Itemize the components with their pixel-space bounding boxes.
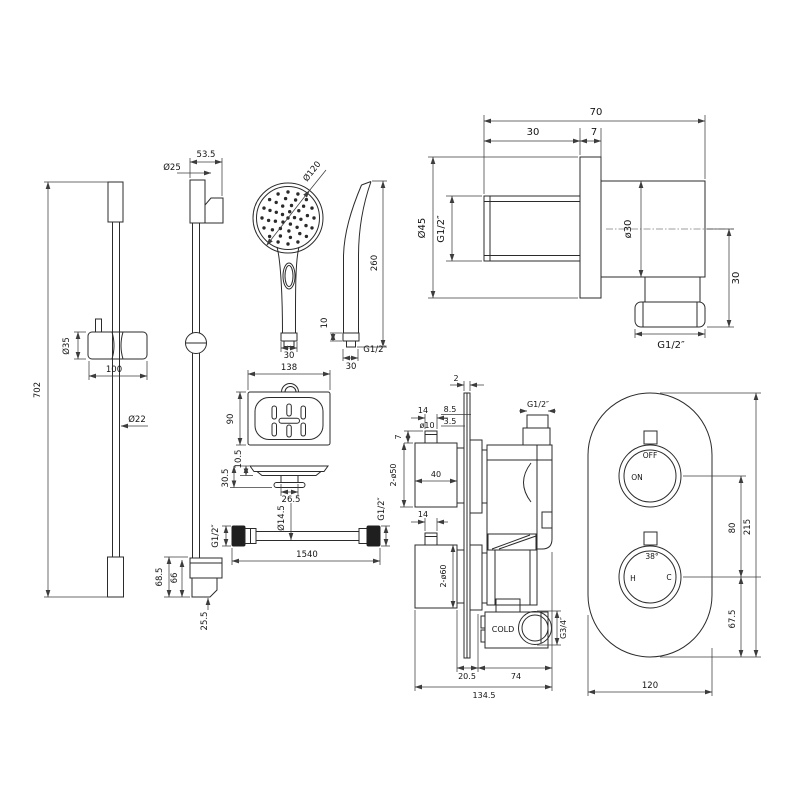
dim-valve-thread-top: G1/2″ — [527, 400, 549, 409]
dim-dish-depth: 90 — [226, 414, 236, 425]
dim-rod-dia: Ø22 — [128, 414, 146, 425]
wall-outlet-elbow: 70 30 7 Ø45 G1/2″ ø30 30 G1/2″ — [416, 107, 742, 351]
dim-valve-handle-len: 40 — [431, 470, 441, 479]
dim-dish-height: 30.5 — [221, 469, 231, 488]
dim-elbow-thread-out: G1/2″ — [657, 340, 685, 351]
label-cold: C — [666, 573, 671, 582]
dim-valve-pin-dia: ø10 — [419, 421, 434, 430]
dim-elbow-flange: 7 — [591, 127, 597, 138]
cold-label: COLD — [492, 625, 515, 634]
dim-foot-depth: 25.5 — [200, 612, 210, 631]
rail-top-cap — [107, 181, 124, 223]
mode-button — [282, 262, 296, 290]
dim-wand-length: 260 — [370, 255, 380, 271]
dim-valve-pin-height: 7 — [394, 434, 403, 439]
rail-side-view: 53.5 Ø25 68.5 66 25.5 — [155, 150, 224, 631]
valve-side-view: 2 14 8.5 3.5 ø10 7 2-ø50 40 — [389, 374, 568, 700]
dim-valve-trim-dia: 2-ø60 — [439, 564, 448, 587]
dim-outlet-side: 30 — [346, 362, 357, 372]
cold-port — [518, 611, 552, 645]
handset-side-view: 260 10 G1/2″ 30 — [320, 180, 387, 372]
dim-tip-height: 10 — [320, 318, 330, 329]
dim-elbow-thread-len: 30 — [527, 127, 540, 138]
dim-valve-inset: 20.5 — [458, 672, 476, 681]
label-temp: 38° — [645, 552, 659, 561]
dim-elbow-body-dia: ø30 — [623, 220, 634, 239]
dim-elbow-thread-in: G1/2″ — [436, 215, 447, 243]
dim-plate-lower: 67.5 — [728, 610, 738, 629]
dim-elbow-flange-dia: Ø45 — [416, 218, 428, 239]
label-off: OFF — [643, 451, 658, 460]
trim-plate-oval — [587, 392, 713, 658]
dim-dish-stem: 26.5 — [282, 495, 301, 505]
dim-knob-pitch: 80 — [728, 523, 738, 534]
dim-hose-thread-right: G1/2″ — [377, 497, 387, 520]
valve-handle-bottom — [414, 544, 458, 609]
dim-plate-height: 215 — [743, 519, 753, 535]
elbow-outlet-nut — [634, 301, 706, 328]
dim-elbow-drop: 30 — [731, 272, 742, 285]
dim-foot-inner: 66 — [170, 573, 180, 584]
elbow-flange — [579, 156, 602, 299]
dim-wand-thread: G1/2″ — [363, 345, 386, 355]
dim-valve-gap-b: 3.5 — [444, 417, 457, 426]
shower-hose: G1/2″ Ø14.5 G1/2″ 1540 — [211, 497, 390, 565]
label-on: ON — [631, 473, 643, 482]
handset-front-view: Ø120 30 — [252, 159, 327, 361]
dim-foot-height: 68.5 — [155, 568, 165, 587]
soap-dish: 138 90 10.5 30.5 26.5 — [221, 363, 331, 505]
dim-valve-gap-a: 8.5 — [444, 405, 457, 414]
hose-nut-left — [231, 525, 246, 547]
spray-face — [252, 182, 324, 254]
hose-nut-right — [366, 525, 381, 547]
valve-top-port — [526, 414, 549, 429]
wall-bracket-top — [189, 179, 206, 224]
dim-hose-thread-left: G1/2″ — [211, 524, 221, 547]
dim-plate-width: 120 — [642, 681, 658, 691]
dim-slider-width: 100 — [106, 365, 122, 375]
dish-body — [247, 391, 331, 446]
dim-slider-dia: Ø35 — [61, 337, 72, 355]
dim-hose-length: 1540 — [296, 550, 318, 560]
dim-valve-thread-cold: G3/4″ — [559, 617, 568, 639]
handle — [276, 246, 300, 334]
on-off-knob — [618, 444, 682, 508]
dish-hook — [281, 383, 299, 393]
dim-valve-handle-dia: 2-ø50 — [389, 463, 398, 486]
rail-front-view: 702 Ø35 100 Ø22 — [33, 181, 148, 598]
dim-plate-thickness: 2 — [453, 374, 458, 383]
dim-outlet-front: 30 — [284, 351, 295, 361]
dim-face-dia: Ø120 — [301, 159, 324, 184]
dim-bracket-width: 53.5 — [197, 150, 216, 160]
dim-hose-dia: Ø14.5 — [276, 505, 287, 531]
dim-valve-offset-bot: 14 — [418, 510, 428, 519]
slider-pin — [95, 318, 102, 333]
wand-outline — [343, 181, 372, 333]
rail-bottom-cap — [107, 556, 124, 598]
temperature-knob — [618, 545, 682, 609]
label-hot: H — [630, 574, 636, 583]
dim-valve-total-width: 134.5 — [473, 691, 496, 700]
dim-valve-body-width: 74 — [511, 672, 521, 681]
dim-bracket-dia: Ø25 — [163, 162, 181, 173]
dim-valve-offset-top: 14 — [418, 406, 428, 415]
wall-bracket-bottom — [189, 557, 223, 579]
dim-dish-width: 138 — [281, 363, 297, 373]
dim-rail-length: 702 — [33, 382, 43, 398]
elbow-thread-stub — [483, 195, 581, 262]
dim-dish-lip: 10.5 — [234, 450, 244, 469]
dim-elbow-width: 70 — [590, 107, 603, 118]
valve-trim-plate: OFF ON 38° H C 80 215 67.5 120 — [587, 392, 761, 696]
slider-bracket — [87, 331, 148, 360]
